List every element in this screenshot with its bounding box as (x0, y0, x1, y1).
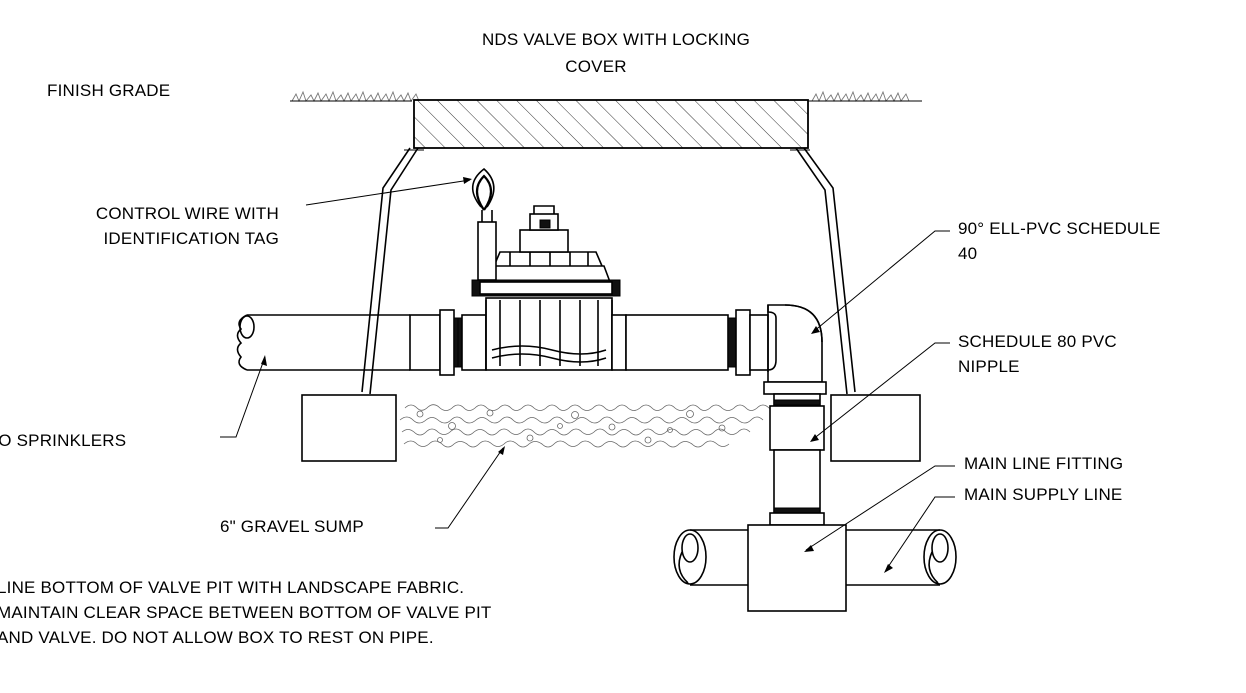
label-to-sprinklers: TO SPRINKLERS (0, 431, 126, 450)
finish-grade-grass-right (808, 90, 922, 103)
valve-box-body (361, 147, 856, 395)
ell-fitting (763, 304, 827, 395)
lateral-pipe (236, 309, 487, 376)
label-valve-box-line2: COVER (565, 57, 626, 76)
main-supply-line (673, 529, 957, 586)
label-ell-line2: 40 (958, 244, 977, 263)
gravel-sump (399, 404, 782, 448)
label-nipple-line2: NIPPLE (958, 357, 1020, 376)
outlet-pipe (625, 309, 769, 376)
leader-lines (220, 177, 955, 573)
label-control-wire-line2: IDENTIFICATION TAG (104, 229, 280, 248)
main-line-fitting (747, 524, 847, 612)
label-nipple-line1: SCHEDULE 80 PVC (958, 332, 1117, 351)
annotations: NDS VALVE BOX WITH LOCKING COVER FINISH … (0, 30, 1161, 647)
support-block-left (301, 394, 397, 462)
label-finish-grade: FINISH GRADE (47, 81, 170, 100)
label-gravel-sump: 6" GRAVEL SUMP (220, 517, 364, 536)
finish-grade-grass-left (290, 90, 420, 103)
label-control-wire-line1: CONTROL WIRE WITH (96, 204, 279, 223)
sch80-nipple (769, 393, 825, 526)
valve-box-lid (413, 99, 809, 149)
label-valve-box-line1: NDS VALVE BOX WITH LOCKING (482, 30, 750, 49)
note-line-1: LINE BOTTOM OF VALVE PIT WITH LANDSCAPE … (0, 578, 464, 597)
note-line-2: MAINTAIN CLEAR SPACE BETWEEN BOTTOM OF V… (0, 603, 492, 622)
label-main-supply-line: MAIN SUPPLY LINE (964, 485, 1122, 504)
label-ell-line1: 90° ELL-PVC SCHEDULE (958, 219, 1161, 238)
note-line-3: AND VALVE. DO NOT ALLOW BOX TO REST ON P… (0, 628, 434, 647)
irrigation-valve (471, 205, 627, 371)
label-main-line-fitting: MAIN LINE FITTING (964, 454, 1123, 473)
support-block-right (830, 394, 921, 462)
solenoid (471, 167, 497, 281)
